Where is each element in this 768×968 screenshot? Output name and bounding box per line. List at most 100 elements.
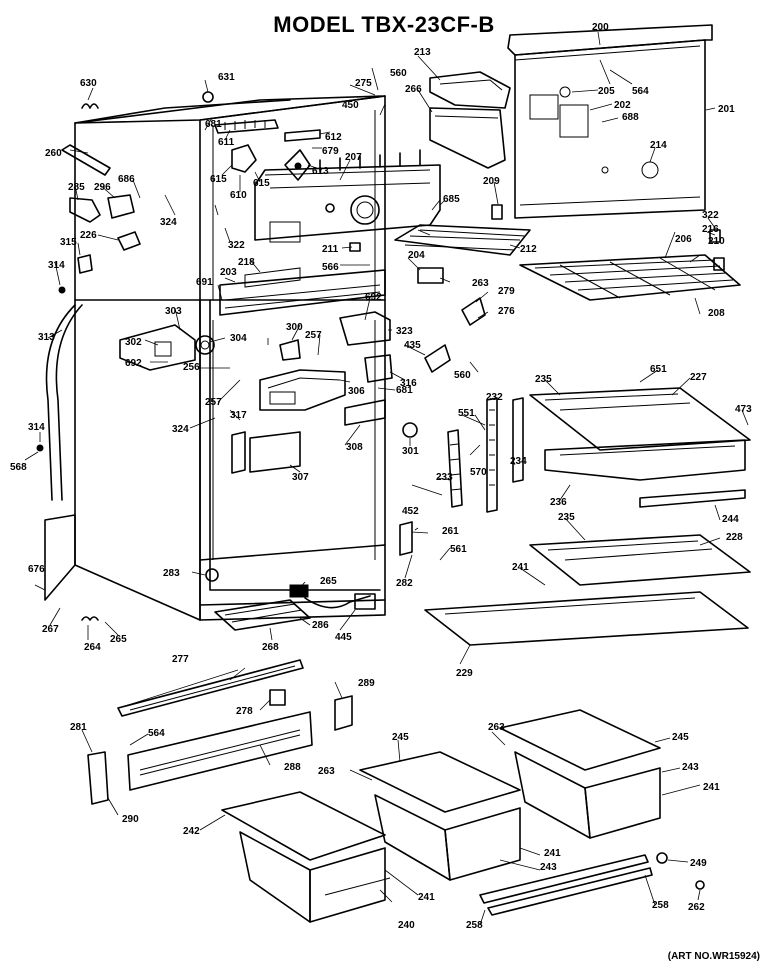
- diagram-title: MODEL TBX-23CF-B: [273, 12, 495, 37]
- drip-tray-268: [214, 599, 311, 631]
- callout-labels: 200 201 202 203 204 205 206 207 208 209 …: [10, 22, 752, 931]
- callout-257-a: 257: [205, 397, 222, 408]
- cantilever-shelf-227: [529, 387, 751, 451]
- callout-228: 228: [726, 532, 743, 543]
- fan-motor-assembly: [119, 324, 215, 371]
- callout-242: 242: [183, 826, 200, 837]
- callout-243-a: 243: [540, 862, 557, 873]
- callout-613: 613: [312, 166, 329, 177]
- callout-265-b: 265: [320, 576, 337, 587]
- callout-560-a: 560: [390, 68, 407, 79]
- callout-303: 303: [165, 306, 182, 317]
- pan-243-right: [499, 709, 661, 839]
- callout-551: 551: [458, 408, 475, 419]
- grommet-631: [202, 91, 214, 103]
- callout-235-lower: 235: [558, 512, 575, 523]
- callout-322-b: 322: [702, 210, 719, 221]
- callout-235-upper: 235: [535, 374, 552, 385]
- art-number: (ART NO.WR15924): [667, 951, 760, 962]
- callout-276: 276: [498, 306, 515, 317]
- callout-651: 651: [650, 364, 667, 375]
- shelf-ladder-234: [512, 397, 524, 483]
- callout-315: 315: [60, 237, 77, 248]
- callout-236: 236: [550, 497, 567, 508]
- callout-681-b: 681: [396, 385, 413, 396]
- rail-611: [214, 119, 279, 134]
- callout-307: 307: [292, 472, 309, 483]
- crisper-pan-236: [544, 439, 746, 481]
- rail-277: [117, 659, 304, 717]
- callout-317: 317: [230, 410, 247, 421]
- callout-245-b: 245: [672, 732, 689, 743]
- callout-265-a: 265: [110, 634, 127, 645]
- callout-204: 204: [408, 250, 425, 261]
- callout-564-b: 564: [148, 728, 165, 739]
- callout-323: 323: [396, 326, 413, 337]
- hardware-misc: [81, 203, 725, 621]
- callout-209: 209: [483, 176, 500, 187]
- meat-pan-240: [221, 791, 391, 923]
- roller-249: [656, 852, 668, 864]
- callout-249: 249: [690, 858, 707, 869]
- callout-263-c: 263: [488, 722, 505, 733]
- callout-288: 288: [284, 762, 301, 773]
- screw-314-upper: [58, 286, 66, 294]
- callout-686: 686: [118, 174, 135, 185]
- callout-201: 201: [718, 104, 735, 115]
- callout-324-b: 324: [172, 424, 189, 435]
- callout-226: 226: [80, 230, 97, 241]
- ice-bin-cover: [429, 71, 511, 109]
- callout-260: 260: [45, 148, 62, 159]
- callout-232: 232: [486, 392, 503, 403]
- wire-shelf-208: [519, 254, 741, 301]
- damper-317: [231, 431, 246, 474]
- callout-322-a: 322: [228, 240, 245, 251]
- cap-315: [77, 254, 93, 274]
- callout-679: 679: [322, 146, 339, 157]
- callout-691: 691: [196, 277, 213, 288]
- callout-210: 210: [708, 236, 725, 247]
- callout-234: 234: [510, 456, 527, 467]
- callout-277: 277: [172, 654, 189, 665]
- callout-216: 216: [702, 224, 719, 235]
- callout-258-a: 258: [652, 900, 669, 911]
- callout-676: 676: [28, 564, 45, 575]
- shelf-ladder-232: [486, 397, 498, 513]
- callout-214: 214: [650, 140, 667, 151]
- callout-285: 285: [68, 182, 85, 193]
- pan-243-left: [359, 751, 521, 881]
- callout-266: 266: [405, 84, 422, 95]
- callout-227: 227: [690, 372, 707, 383]
- callout-241-d: 241: [512, 562, 529, 573]
- callout-445: 445: [335, 632, 352, 643]
- callout-302: 302: [125, 337, 142, 348]
- shelf-228: [529, 534, 751, 586]
- grille-clip-281: [87, 751, 109, 805]
- pin-226: [117, 231, 141, 251]
- callout-692-b: 692: [125, 358, 142, 369]
- callout-262: 262: [688, 902, 705, 913]
- callout-304: 304: [230, 333, 247, 344]
- callout-564-a: 564: [632, 86, 649, 97]
- spring-630: [81, 103, 99, 109]
- callout-561: 561: [450, 544, 467, 555]
- callout-257-b: 257: [305, 330, 322, 341]
- callout-450: 450: [342, 100, 359, 111]
- callout-202: 202: [614, 100, 631, 111]
- leader-lines: [24, 31, 749, 926]
- callout-611: 611: [218, 137, 235, 148]
- callout-300: 300: [286, 322, 303, 333]
- callout-263-b: 263: [318, 766, 335, 777]
- callout-316: 316: [400, 378, 417, 389]
- callout-314-lower: 314: [28, 422, 45, 433]
- callout-200: 200: [592, 22, 609, 33]
- callout-560-b: 560: [454, 370, 471, 381]
- bracket-289: [334, 695, 353, 731]
- callout-233: 233: [436, 472, 453, 483]
- back-panel-201: [507, 24, 713, 219]
- callout-208: 208: [708, 308, 725, 319]
- callout-313: 313: [38, 332, 55, 343]
- evaporator-cover-203: [219, 267, 386, 316]
- callout-212: 212: [520, 244, 537, 255]
- callout-279: 279: [498, 286, 515, 297]
